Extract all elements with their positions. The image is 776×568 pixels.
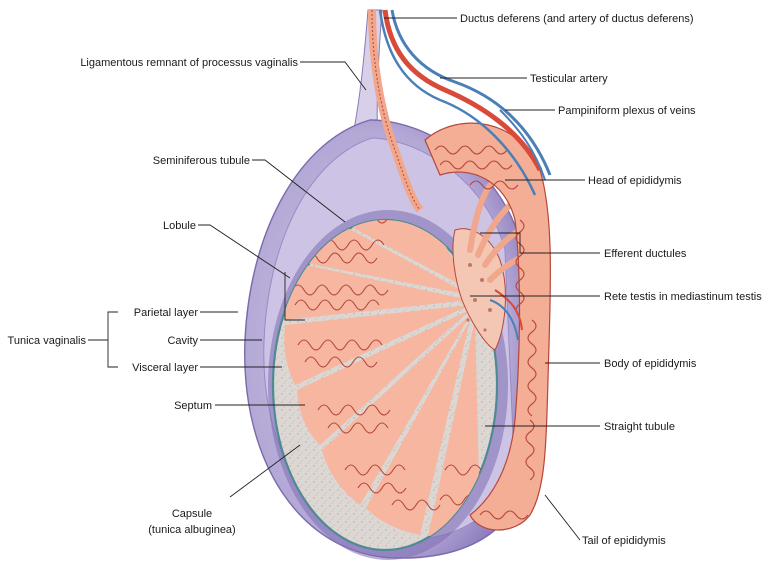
label-capsule: Capsule [172, 508, 212, 520]
leader-lines [88, 17, 600, 541]
testicular-artery-shape [382, 9, 543, 172]
label-ductus-deferens: Ductus deferens (and artery of ductus de… [460, 13, 694, 25]
label-head-of-epididymis: Head of epididymis [588, 175, 682, 187]
epididymis-coils [434, 145, 537, 520]
label-parietal-layer: Parietal layer [134, 307, 199, 319]
label-tail-of-epididymis: Tail of epididymis [582, 535, 666, 547]
label-efferent-ductules: Efferent ductules [604, 248, 687, 260]
label-ligamentous-remnant: Ligamentous remnant of processus vaginal… [80, 57, 298, 69]
label-body-of-epididymis: Body of epididymis [604, 358, 697, 370]
label-cavity: Cavity [167, 335, 198, 347]
pampiniform-plexus-shape-2 [378, 9, 537, 196]
label-straight-tubule: Straight tubule [604, 421, 675, 433]
label-seminiferous-tubule: Seminiferous tubule [153, 155, 250, 167]
label-rete-testis: Rete testis in mediastinum testis [604, 291, 762, 303]
pampiniform-plexus-shape-1 [390, 9, 552, 176]
label-capsule-subtitle: (tunica albuginea) [148, 524, 235, 536]
label-visceral-layer: Visceral layer [132, 362, 198, 374]
label-pampiniform-plexus: Pampiniform plexus of veins [558, 105, 696, 117]
label-lobule: Lobule [163, 220, 196, 232]
label-septum: Septum [174, 400, 212, 412]
rete-testis-dots [466, 263, 492, 332]
label-tunica-vaginalis: Tunica vaginalis [8, 335, 87, 347]
label-testicular-artery: Testicular artery [530, 73, 608, 85]
